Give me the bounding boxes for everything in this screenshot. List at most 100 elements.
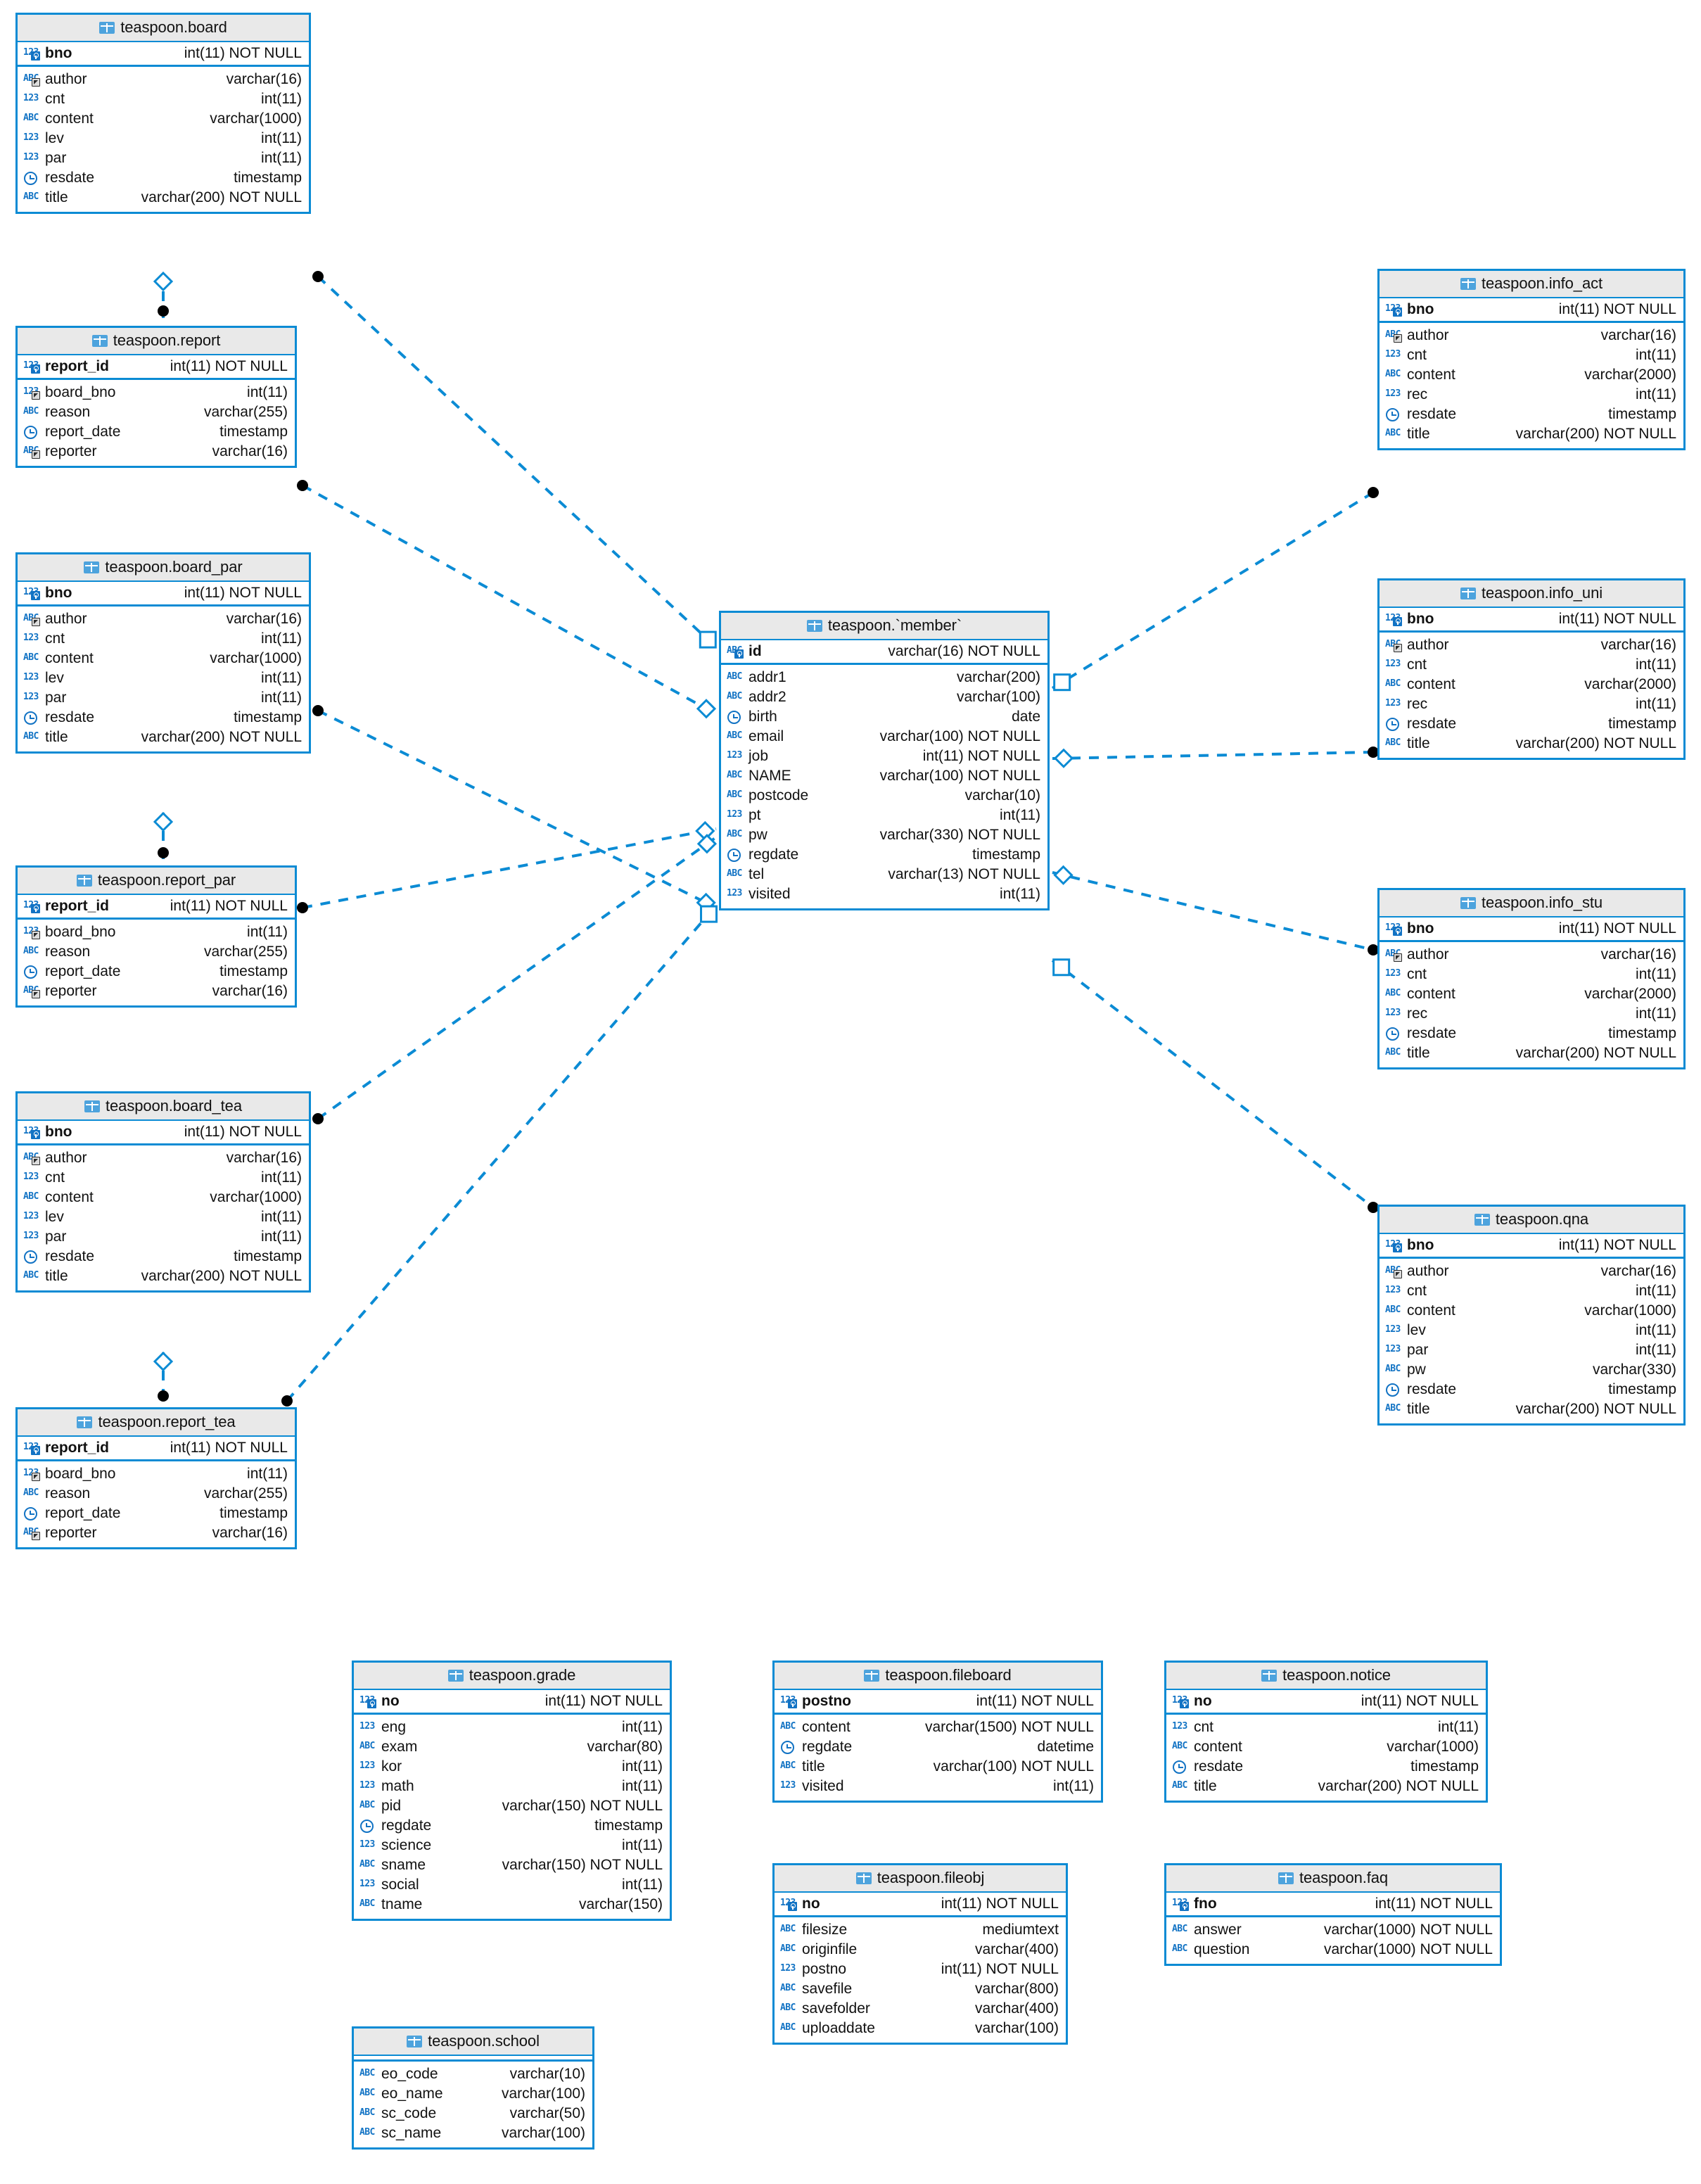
relation-line-board-to-member[interactable] [317, 275, 718, 649]
relation-line-member-to-info_uni[interactable] [1052, 751, 1374, 760]
entity-header-notice[interactable]: teaspoon.notice [1166, 1663, 1486, 1690]
entity-table-faq[interactable]: teaspoon.faq123fnoint(11) NOT NULLABCans… [1164, 1863, 1502, 1966]
entity-table-board[interactable]: teaspoon.board 123bnoint(11) NOT NULL ABCa… [15, 13, 311, 214]
column-row-fileobj-no[interactable]: 123noint(11) NOT NULL [775, 1894, 1066, 1914]
entity-table-board_par[interactable]: teaspoon.board_par123bnoint(11) NOT NULL… [15, 552, 311, 754]
entity-header-school[interactable]: teaspoon.school [354, 2029, 592, 2056]
column-row-grade-no[interactable]: 123noint(11) NOT NULL [354, 1691, 670, 1711]
column-row-info_act-bno[interactable]: 123bnoint(11) NOT NULL [1380, 300, 1683, 319]
column-row-board_tea-bno[interactable]: 123bnoint(11) NOT NULL [18, 1122, 309, 1142]
entity-table-fileobj[interactable]: teaspoon.fileobj123noint(11) NOT NULL ABC… [772, 1863, 1068, 2045]
entity-table-board_tea[interactable]: teaspoon.board_tea123bnoint(11) NOT NULL… [15, 1091, 311, 1293]
entity-header-info_act[interactable]: teaspoon.info_act [1380, 271, 1683, 298]
entity-header-info_stu[interactable]: teaspoon.info_stu [1380, 890, 1683, 918]
column-row-board-bno[interactable]: 123bnoint(11) NOT NULL [18, 44, 309, 63]
entity-header-info_uni[interactable]: teaspoon.info_uni [1380, 580, 1683, 608]
entity-header-qna[interactable]: teaspoon.qna [1380, 1207, 1683, 1234]
column-row-info_stu-bno[interactable]: 123bnoint(11) NOT NULL [1380, 919, 1683, 939]
entity-header-report_par[interactable]: teaspoon.report_par [18, 868, 295, 895]
column-row-faq-fno[interactable]: 123fnoint(11) NOT NULL [1166, 1894, 1500, 1914]
relation-line-report_par-to-member[interactable] [302, 827, 717, 909]
entity-header-member[interactable]: teaspoon.`member` [721, 613, 1047, 640]
column-row-qna-bno[interactable]: 123bnoint(11) NOT NULL [1380, 1236, 1683, 1255]
entity-header-board_tea[interactable]: teaspoon.board_tea [18, 1093, 309, 1121]
entity-header-grade[interactable]: teaspoon.grade [354, 1663, 670, 1690]
entity-header-fileboard[interactable]: teaspoon.fileboard [775, 1663, 1101, 1690]
entity-header-fileobj[interactable]: teaspoon.fileobj [775, 1865, 1066, 1893]
entity-table-member[interactable]: teaspoon.`member`ABCidvarchar(16) NOT NU… [719, 611, 1050, 910]
column-row-info_uni-bno[interactable]: 123bnoint(11) NOT NULL [1380, 609, 1683, 629]
entity-table-qna[interactable]: teaspoon.qna 123bnoint(11) NOT NULL ABCaut… [1377, 1205, 1686, 1426]
column-row-notice-no[interactable]: 123noint(11) NOT NULL [1166, 1691, 1486, 1711]
relation-line-report-to-member[interactable] [302, 484, 717, 716]
entity-header-board[interactable]: teaspoon.board [18, 15, 309, 42]
entity-table-fileboard[interactable]: teaspoon.fileboard123postnoint(11) NOT N… [772, 1661, 1103, 1803]
